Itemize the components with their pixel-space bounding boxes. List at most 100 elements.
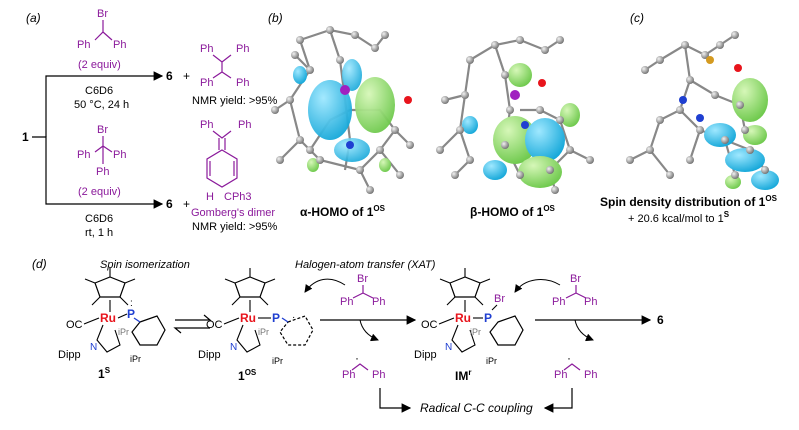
top-reagent-ph-right: Ph — [113, 39, 126, 51]
bottom-product: 6 — [166, 197, 173, 211]
structure-imr: Ru OC P Br N Dipp iPr iPr IMr — [414, 268, 524, 383]
panel-a-label: (a) — [26, 11, 41, 25]
final-product: 6 — [657, 313, 664, 327]
coupling-arrow-right — [543, 388, 573, 413]
coupling-arrow-left — [379, 388, 412, 413]
svg-text:Ru: Ru — [240, 311, 256, 325]
gombergs-dimer: Ph Ph H CPh3 Gomberg's dimer — [191, 119, 275, 219]
xat-label: Halogen-atom transfer (XAT) — [295, 259, 436, 271]
tpe-ph-1: Ph — [200, 43, 213, 55]
svg-text:Br: Br — [570, 273, 581, 285]
top-solvent: C6D6 — [85, 85, 113, 97]
dimer-name: Gomberg's dimer — [191, 207, 275, 219]
bottom-reagent-ph-3: Ph — [96, 166, 109, 178]
svg-text:N: N — [230, 342, 237, 353]
svg-text:Dipp: Dipp — [58, 349, 81, 361]
xat-reagent-2: Br Ph Ph — [552, 273, 597, 308]
top-reagent: Br Ph Ph (2 equiv) — [77, 8, 126, 71]
svg-text:Ph: Ph — [372, 296, 385, 308]
svg-text:Ph: Ph — [584, 369, 597, 381]
bottom-reagent-ph-1: Ph — [77, 149, 90, 161]
svg-text:·: · — [567, 351, 571, 365]
equilibrium-arrows — [173, 314, 212, 334]
structure-1os: Ru OC P N Dipp · iPr iPr 1OS — [198, 268, 314, 383]
svg-text:Dipp: Dipp — [414, 349, 437, 361]
svg-text:Ph: Ph — [584, 296, 597, 308]
svg-text:iPr: iPr — [118, 327, 129, 337]
svg-text:Br: Br — [494, 293, 505, 305]
svg-text:P: P — [127, 307, 135, 321]
panel-c-label: (c) — [630, 11, 644, 25]
top-reagent-br: Br — [97, 8, 108, 20]
tpe-ph-2: Ph — [236, 43, 249, 55]
structure-1os-label: 1OS — [238, 368, 257, 383]
radical-2: · Ph Ph — [554, 351, 597, 381]
panel-b: (b) — [268, 11, 594, 219]
svg-text:Ph: Ph — [372, 369, 385, 381]
svg-text:·: · — [355, 351, 359, 365]
top-plus: + — [183, 69, 190, 83]
start-compound: 1 — [22, 130, 29, 144]
radical-1: · Ph Ph — [342, 351, 385, 381]
spin-isomerization-label: Spin isomerization — [100, 259, 190, 271]
bottom-reaction-arrow — [32, 136, 164, 209]
tpe-ph-3: Ph — [200, 77, 213, 89]
top-nmr-yield: NMR yield: >95% — [192, 95, 278, 107]
tpe-ph-4: Ph — [236, 77, 249, 89]
svg-text:Ru: Ru — [455, 311, 471, 325]
top-product: 6 — [166, 69, 173, 83]
bottom-nmr-yield: NMR yield: >95% — [192, 221, 278, 233]
alpha-homo-label: α-HOMO of 1OS — [300, 204, 386, 219]
svg-text:iPr: iPr — [272, 356, 283, 366]
svg-text:Br: Br — [357, 273, 368, 285]
svg-text:Dipp: Dipp — [198, 349, 221, 361]
svg-text:Ph: Ph — [342, 369, 355, 381]
svg-text:·: · — [292, 312, 295, 323]
tetraphenylethane: Ph Ph Ph Ph — [200, 43, 249, 89]
panel-b-label: (b) — [268, 11, 283, 25]
top-reaction-arrow — [45, 71, 164, 137]
svg-text:N: N — [445, 342, 452, 353]
svg-text:OC: OC — [66, 319, 83, 331]
dimer-cph3: CPh3 — [224, 191, 252, 203]
structure-1s: Ru OC P : N Dipp iPr iPr 1S — [58, 268, 166, 381]
svg-text:N: N — [90, 342, 97, 353]
dimer-ph-1: Ph — [200, 119, 213, 131]
alpha-homo-model — [271, 26, 414, 194]
panel-d-label: (d) — [32, 257, 47, 271]
spin-density-model — [626, 31, 779, 190]
svg-text:OC: OC — [421, 319, 438, 331]
bottom-reagent-ph-2: Ph — [113, 149, 126, 161]
svg-text::: : — [130, 298, 133, 309]
panel-a: (a) Br Ph Ph (2 equiv) C6D6 50 °C, 24 h … — [22, 8, 278, 239]
bottom-conditions: rt, 1 h — [85, 227, 113, 239]
svg-text:P: P — [272, 311, 280, 325]
svg-text:iPr: iPr — [258, 327, 269, 337]
bottom-solvent: C6D6 — [85, 213, 113, 225]
dimer-ph-2: Ph — [238, 119, 251, 131]
spin-energy: + 20.6 kcal/mol to 1S — [628, 210, 730, 225]
bottom-reagent-br: Br — [97, 124, 108, 136]
top-equiv: (2 equiv) — [78, 59, 121, 71]
panel-d: (d) Spin isomerization Halogen-atom tran… — [32, 257, 664, 415]
svg-text:iPr: iPr — [130, 354, 141, 364]
svg-text:OC: OC — [206, 319, 223, 331]
beta-homo-model — [436, 36, 594, 194]
structure-imr-label: IMr — [455, 368, 471, 383]
dimer-h: H — [206, 191, 214, 203]
top-reagent-ph-left: Ph — [77, 39, 90, 51]
svg-text:iPr: iPr — [470, 327, 481, 337]
svg-text:iPr: iPr — [486, 356, 497, 366]
svg-text:Ph: Ph — [554, 369, 567, 381]
panel-c: (c) Spin — [600, 11, 779, 225]
xat-reagent-1: Br Ph Ph — [340, 273, 385, 308]
beta-homo-label: β-HOMO of 1OS — [470, 204, 556, 219]
bottom-equiv: (2 equiv) — [78, 186, 121, 198]
top-conditions: 50 °C, 24 h — [74, 99, 129, 111]
bottom-reagent: Br Ph Ph Ph (2 equiv) — [77, 124, 126, 198]
svg-text:Ru: Ru — [100, 311, 116, 325]
svg-text:Ph: Ph — [552, 296, 565, 308]
spin-density-title: Spin density distribution of 1OS — [600, 194, 778, 209]
svg-text:P: P — [484, 311, 492, 325]
